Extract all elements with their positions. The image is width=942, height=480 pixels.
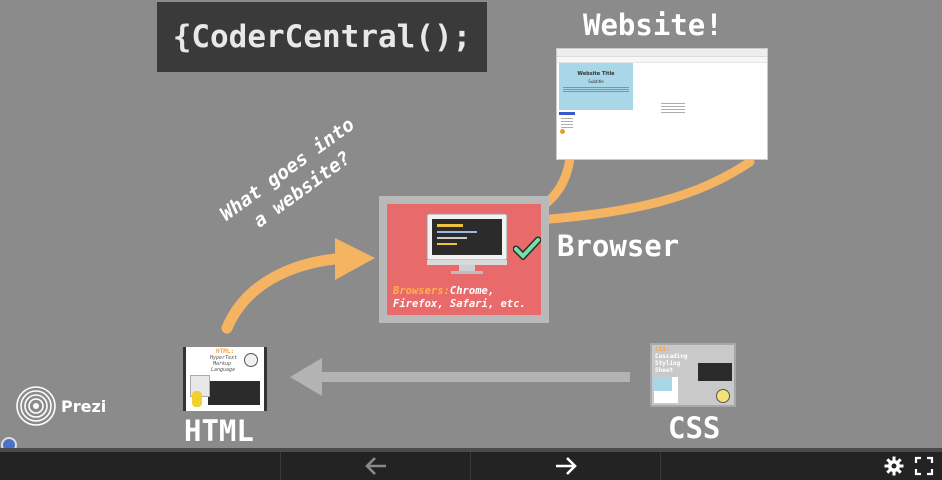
css-card-preview: [654, 377, 672, 391]
arrow-left-icon: [364, 457, 386, 475]
css-card[interactable]: CSS: Cascading Styling Sheet: [650, 343, 736, 407]
toolbar-separator: [470, 452, 471, 480]
prezi-logo[interactable]: Prezi: [15, 385, 106, 427]
website-to-browser-arrow-2: [502, 157, 755, 227]
css-card-sub3: Sheet: [655, 367, 674, 374]
website-screenshot-tabbar: [557, 49, 767, 57]
css-card-sub1: Cascading: [655, 353, 688, 360]
arrow-right-icon: [555, 457, 577, 475]
website-screenshot-link: [559, 112, 575, 115]
fullscreen-icon: [914, 456, 934, 476]
connector-arrows: [221, 153, 755, 396]
website-screenshot-sidetext: [661, 103, 685, 115]
toolbar-separator: [280, 452, 281, 480]
next-button[interactable]: [471, 452, 660, 480]
website-screenshot-addressbar: [557, 57, 767, 63]
css-card-emoji: [716, 389, 730, 403]
previous-button[interactable]: [281, 452, 470, 480]
html-label: HTML: [184, 414, 254, 448]
toolbar-separator: [660, 452, 661, 480]
website-screenshot[interactable]: Website Title Subtitle: [556, 48, 768, 160]
settings-button[interactable]: [882, 452, 906, 480]
css-label: CSS: [668, 411, 721, 445]
monitor-icon: [426, 213, 508, 274]
browser-card[interactable]: Browsers:Chrome, Firefox, Safari, etc.: [379, 196, 549, 323]
checkmark-icon: [513, 236, 541, 260]
website-label: Website!: [583, 8, 723, 42]
prezi-logo-text: Prezi: [61, 396, 107, 416]
html-card[interactable]: HTML: HyperText Markup Language: [183, 347, 267, 411]
css-to-html-arrowhead: [290, 358, 322, 396]
title-banner: {CoderCentral();: [157, 2, 487, 72]
browsers-list-text: Browsers:Chrome, Firefox, Safari, etc.: [393, 285, 543, 311]
browser-label: Browser: [557, 229, 680, 263]
browsers-line-2: Firefox, Safari, etc.: [393, 298, 526, 310]
fullscreen-button[interactable]: [912, 452, 936, 480]
html-to-browser-arrowhead: [335, 238, 375, 280]
html-card-sub2: Markup: [213, 361, 232, 367]
prezi-logo-icon: [16, 386, 56, 426]
html-card-code: [208, 381, 260, 405]
browsers-prefix: Browsers:: [393, 285, 450, 297]
html-card-title: HTML:: [216, 348, 235, 355]
html-card-character: [192, 391, 202, 407]
gear-icon: [884, 456, 904, 476]
website-screenshot-text: [563, 87, 629, 93]
website-screenshot-heading: Subtitle: [588, 79, 604, 84]
html-card-emoji: [244, 353, 258, 367]
website-screenshot-title: Website Title: [577, 71, 615, 77]
website-screenshot-hero: Website Title Subtitle: [559, 63, 633, 110]
player-toolbar: [0, 448, 942, 480]
css-card-sub2: Styling: [655, 360, 681, 367]
css-card-title: CSS:: [655, 346, 670, 353]
presentation-stage: {CoderCentral(); Website! Website Title …: [15, 2, 768, 448]
css-card-code: [698, 363, 732, 381]
html-to-browser-arrow: [221, 252, 351, 334]
browser-card-inner: Browsers:Chrome, Firefox, Safari, etc.: [387, 204, 541, 315]
html-card-sub1: HyperText: [210, 355, 238, 361]
html-card-sub3: Language: [211, 367, 236, 373]
browsers-rest: Chrome,: [449, 285, 495, 297]
website-screenshot-emoji: [560, 129, 565, 134]
website-screenshot-list: [561, 118, 573, 128]
